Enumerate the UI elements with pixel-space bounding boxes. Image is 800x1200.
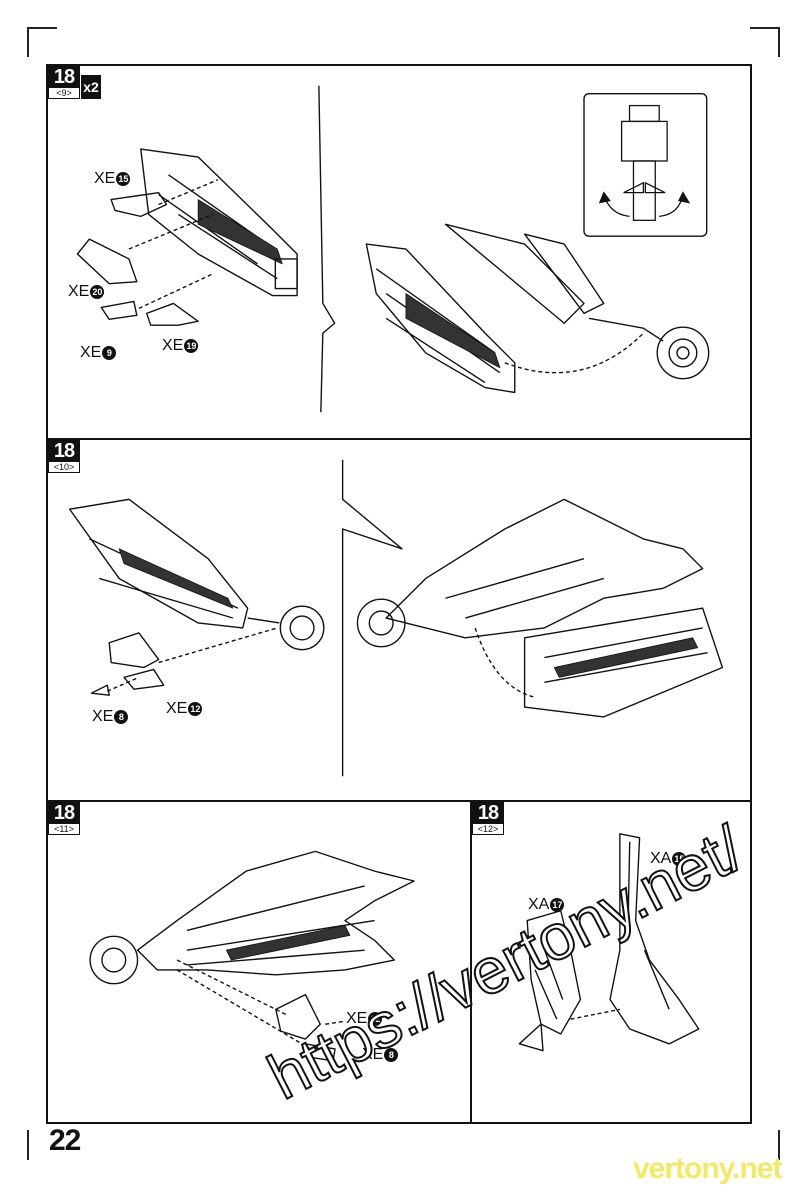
step-panel-9: 18 <9> x2 (46, 64, 752, 440)
assembly-drawing (68, 459, 724, 777)
step-substep: <12> (472, 824, 504, 835)
step-number: 18 (472, 802, 504, 824)
assembly-drawing (518, 833, 700, 1052)
step-panel-10: 18 <10> (46, 438, 752, 802)
step-number: 18 (48, 440, 80, 462)
assembly-drawing (89, 850, 415, 1062)
step-number: 18 (48, 802, 80, 824)
step-badge: 18 <9> (48, 66, 80, 99)
step-substep: <10> (48, 462, 80, 473)
crop-mark-tr-v (778, 27, 780, 57)
step-badge: 18 <11> (48, 802, 80, 835)
multiplier-badge: x2 (81, 75, 101, 99)
assembly-drawing (76, 85, 710, 413)
step-substep: <9> (48, 88, 80, 99)
step-substep: <11> (48, 824, 80, 835)
crop-mark-tl-h (27, 27, 57, 29)
crop-mark-tr-h (750, 27, 780, 29)
crop-mark-tl-v (27, 27, 29, 57)
step-badge: 18 <12> (472, 802, 504, 835)
step-number: 18 (48, 66, 80, 88)
page-number: 22 (49, 1124, 81, 1157)
crop-mark-bl-v (27, 1130, 29, 1160)
crop-mark-br-v (778, 1130, 780, 1160)
step-badge: 18 <10> (48, 440, 80, 473)
watermark-site: vertony.net (633, 1152, 782, 1185)
